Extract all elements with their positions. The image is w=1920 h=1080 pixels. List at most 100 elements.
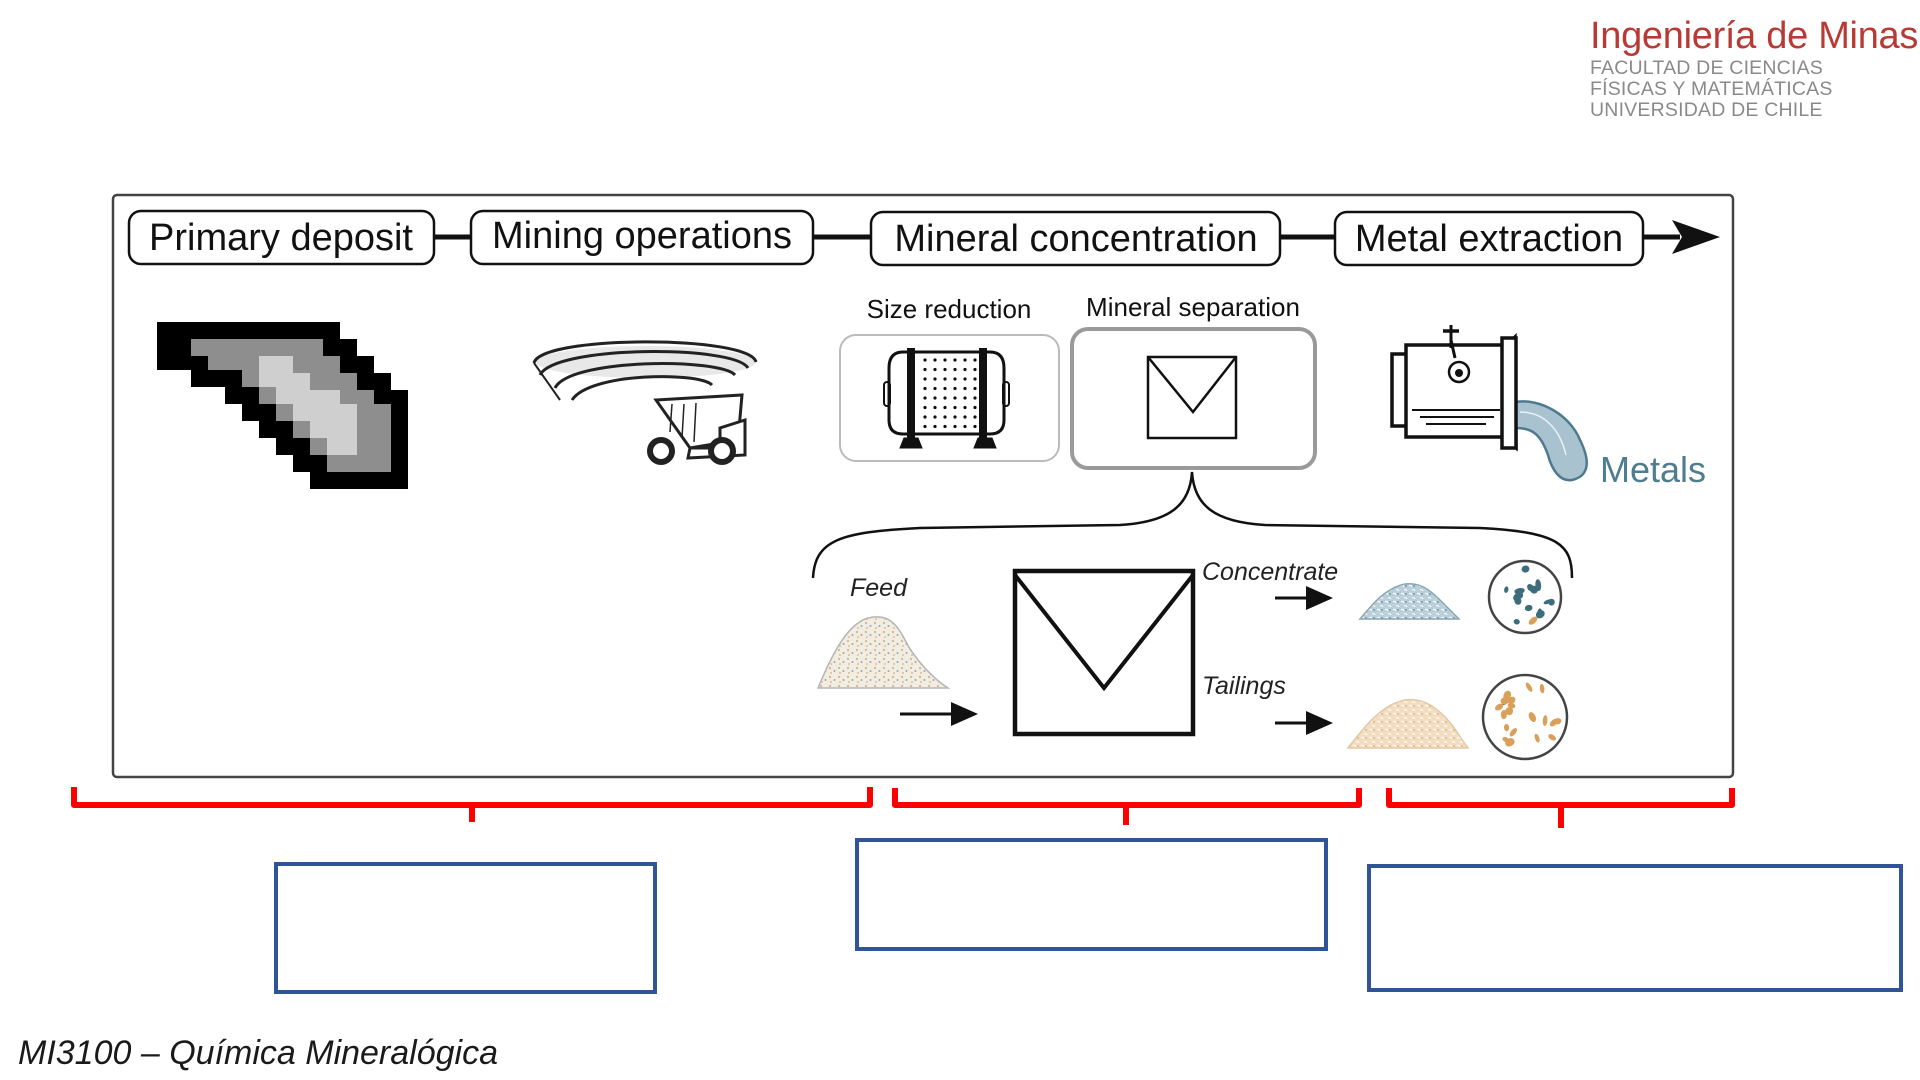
mill-dot <box>973 377 977 381</box>
course-footer: MI3100 – Química Mineralógica <box>18 1034 499 1072</box>
mineral-grain <box>1542 715 1548 727</box>
feed-label: Feed <box>850 574 908 602</box>
mill-dot <box>943 415 947 419</box>
stage-primary-deposit: Primary deposit <box>127 209 436 266</box>
mill-dot <box>953 386 957 391</box>
university-logo: Ingeniería de Minas FACULTAD DE CIENCIAS… <box>1590 14 1920 121</box>
mill-dot <box>933 377 937 381</box>
mineral-grain <box>1505 738 1515 747</box>
mill-dot <box>923 367 927 372</box>
stage-mining-operations: Mining operations <box>469 209 815 266</box>
mill-dot <box>953 367 957 372</box>
mill-dot <box>973 367 977 372</box>
mineral-grain <box>1525 682 1533 692</box>
mill-dot <box>943 386 947 391</box>
logo-title: Ingeniería de Minas <box>1590 15 1919 57</box>
metal-stream <box>1514 400 1588 482</box>
stage-metal-extraction: Metal extraction <box>1333 210 1645 267</box>
mineral-grain <box>1534 733 1540 743</box>
mill-dot <box>953 358 957 362</box>
mill-dot <box>923 415 927 419</box>
logo-line-university: UNIVERSIDAD DE CHILE <box>1590 99 1823 121</box>
mineral-grain <box>1503 724 1510 732</box>
tailings-grains-icon <box>1481 673 1569 761</box>
mill-dot <box>933 396 937 400</box>
mineral-grain <box>1548 734 1557 741</box>
flow-arrow-end <box>1643 220 1720 254</box>
mill-dot <box>973 386 977 391</box>
mill-dot <box>973 358 977 362</box>
mill-dot <box>953 424 957 429</box>
mineral-grain <box>1535 610 1545 619</box>
mill-dot <box>963 415 967 419</box>
mineral-grain <box>1527 584 1535 592</box>
mineral-grain <box>1507 702 1516 709</box>
mineral-grain <box>1513 619 1520 625</box>
mill-dot <box>933 367 937 372</box>
mineral-grain <box>1539 683 1545 694</box>
mill-dot <box>943 377 947 381</box>
mineral-grain <box>1524 604 1533 612</box>
ore-deposit-icon <box>157 322 408 489</box>
mill-dot <box>923 396 927 400</box>
size-reduction-label: Size reduction <box>867 294 1032 324</box>
stage-label: Metal extraction <box>1355 218 1623 260</box>
mill-dot <box>933 405 937 410</box>
mill-dot <box>973 405 977 410</box>
answer-box-extraction[interactable] <box>1367 864 1903 992</box>
mill-dot <box>953 396 957 400</box>
feed-pile <box>816 616 951 689</box>
logo-line-sciences: FÍSICAS Y MATEMÁTICAS <box>1590 78 1833 100</box>
mill-dot <box>953 377 957 381</box>
mill-dot <box>943 424 947 429</box>
mill-dot <box>933 386 937 391</box>
diagram-frame <box>111 193 1735 779</box>
mineral-grain <box>1528 712 1537 723</box>
mill-dot <box>923 377 927 381</box>
mineral-separation-panel <box>1070 327 1317 470</box>
mill-dot <box>963 396 967 400</box>
mineral-grain <box>1543 599 1553 605</box>
size-reduction-panel <box>839 334 1060 462</box>
detail-brace <box>811 471 1574 579</box>
mineral-grain <box>1514 596 1522 605</box>
mineral-grain <box>1500 697 1508 705</box>
mill-dot <box>923 358 927 362</box>
mill-dot <box>933 415 937 419</box>
bracket-deposit-mining <box>71 787 873 822</box>
mill-dot <box>923 386 927 391</box>
answer-box-concentration[interactable] <box>855 838 1328 951</box>
bracket-extraction <box>1386 788 1735 828</box>
mineral-grain <box>1528 616 1538 625</box>
mineral-separation-label: Mineral separation <box>1086 292 1300 322</box>
mill-dot <box>963 386 967 391</box>
mill-dot <box>973 415 977 419</box>
grinding-mill-icon <box>883 348 1010 449</box>
mill-dot <box>943 358 947 362</box>
mineral-grain <box>1504 586 1509 593</box>
mill-dot <box>943 405 947 410</box>
mill-dot <box>923 405 927 410</box>
stage-label: Primary deposit <box>149 217 413 259</box>
stage-mineral-concentration: Mineral concentration <box>869 210 1282 267</box>
bracket-concentration <box>892 788 1362 825</box>
mineral-grain <box>1521 565 1530 573</box>
mill-dot <box>933 424 937 429</box>
separator-large-icon <box>1012 568 1196 737</box>
concentrate-pile <box>1358 582 1461 620</box>
mineral-grain <box>1494 703 1504 711</box>
mill-dot <box>963 358 967 362</box>
stage-label: Mining operations <box>492 215 792 257</box>
mineral-grain <box>1509 728 1518 737</box>
mill-dot <box>973 396 977 400</box>
smelter-icon <box>1390 325 1588 482</box>
tailings-pile <box>1346 698 1470 749</box>
mineral-grain <box>1549 718 1559 727</box>
answer-box-deposit-mining[interactable] <box>274 862 657 994</box>
mill-dot <box>963 424 967 429</box>
mill-dot <box>923 424 927 429</box>
mill-dot <box>953 415 957 419</box>
mineral-grain <box>1535 579 1542 592</box>
mill-dot <box>933 358 937 362</box>
